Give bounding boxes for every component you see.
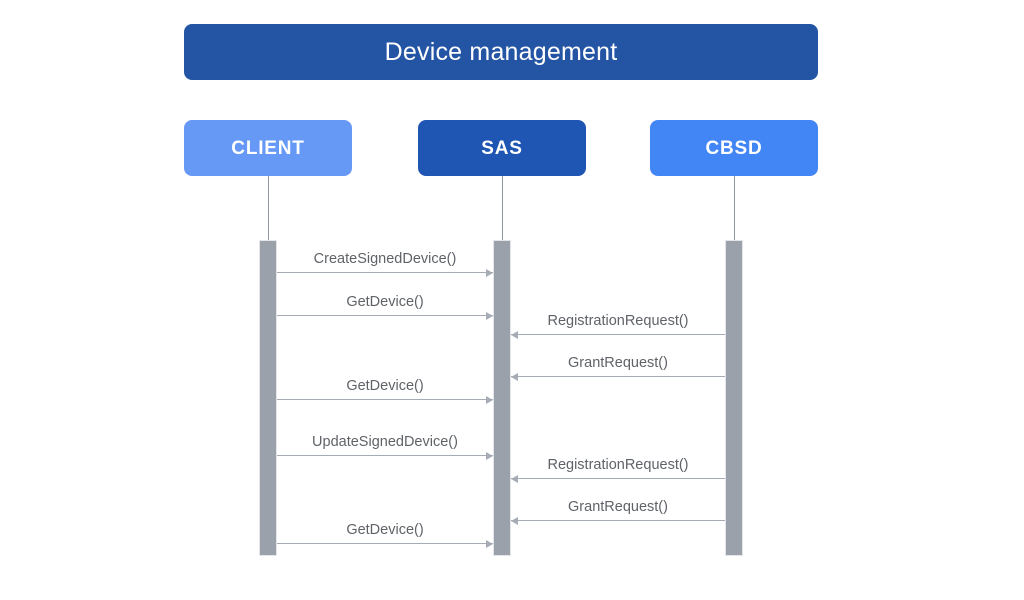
message-label: GetDevice() <box>346 521 424 538</box>
message-label: UpdateSignedDevice() <box>312 433 458 450</box>
activation-bar-cbsd <box>725 240 743 556</box>
arrow-head-icon <box>486 395 493 404</box>
participant-label-sas: SAS <box>481 137 523 159</box>
participant-label-client: CLIENT <box>231 137 305 159</box>
message-line <box>511 376 725 377</box>
message-label: GetDevice() <box>346 293 424 310</box>
arrow-head-icon <box>486 268 493 277</box>
participant-box-sas[interactable]: SAS <box>418 120 586 176</box>
message-line <box>277 399 493 400</box>
arrow-head-icon <box>486 539 493 548</box>
message-label: CreateSignedDevice() <box>313 250 457 267</box>
message-line <box>511 520 725 521</box>
arrow-head-icon <box>511 474 518 483</box>
message-line <box>511 478 725 479</box>
arrow-head-icon <box>511 330 518 339</box>
message-label: RegistrationRequest() <box>547 456 689 473</box>
message-label: GrantRequest() <box>568 498 668 515</box>
message-line <box>277 455 493 456</box>
participant-box-cbsd[interactable]: CBSD <box>650 120 818 176</box>
page-title: Device management <box>384 37 618 66</box>
arrow-head-icon <box>486 311 493 320</box>
diagram-title-banner: Device management <box>184 24 818 80</box>
message-label: GrantRequest() <box>568 354 668 371</box>
message-label: RegistrationRequest() <box>547 312 689 329</box>
message-line <box>277 272 493 273</box>
message-label: GetDevice() <box>346 377 424 394</box>
activation-bar-client <box>259 240 277 556</box>
arrow-head-icon <box>486 451 493 460</box>
participant-box-client[interactable]: CLIENT <box>184 120 352 176</box>
participant-label-cbsd: CBSD <box>705 137 763 159</box>
arrow-head-icon <box>511 516 518 525</box>
message-line <box>277 543 493 544</box>
message-line <box>277 315 493 316</box>
arrow-head-icon <box>511 372 518 381</box>
message-line <box>511 334 725 335</box>
activation-bar-sas <box>493 240 511 556</box>
